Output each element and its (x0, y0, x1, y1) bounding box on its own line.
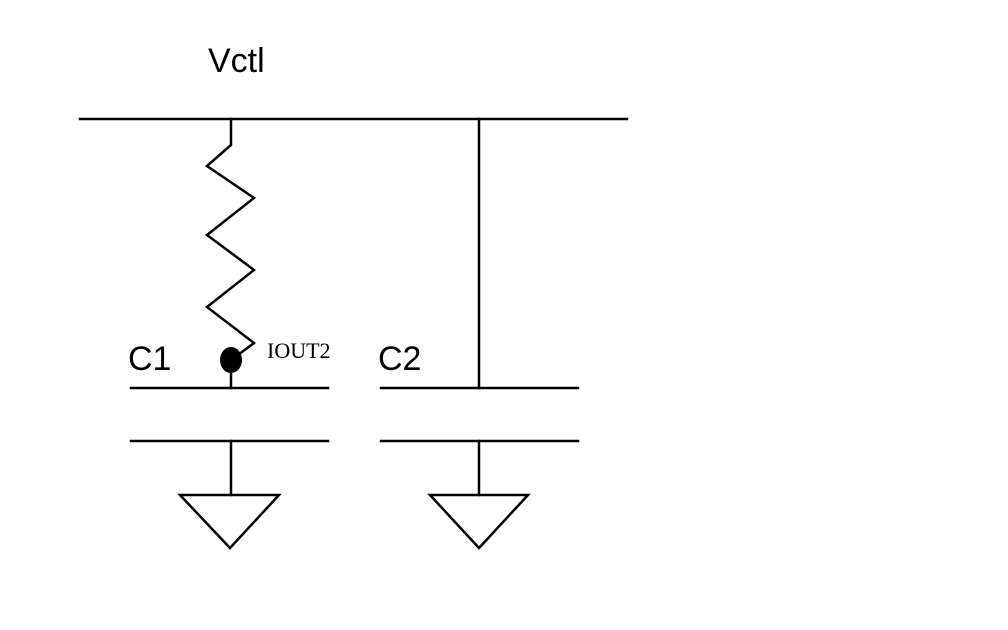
vctl-label: Vctl (208, 42, 265, 80)
capacitor-c2 (379, 386, 580, 443)
ground-icon-c1 (177, 493, 282, 550)
iout2-node-dot (220, 347, 242, 373)
resistor (204, 117, 257, 362)
c1-label: C1 (128, 340, 171, 378)
resistor-zigzag (204, 117, 257, 362)
c2-label: C2 (378, 340, 421, 378)
iout2-label: IOUT2 (267, 338, 331, 363)
capacitor-c1 (129, 386, 330, 443)
ground-icon-c2 (427, 493, 531, 550)
